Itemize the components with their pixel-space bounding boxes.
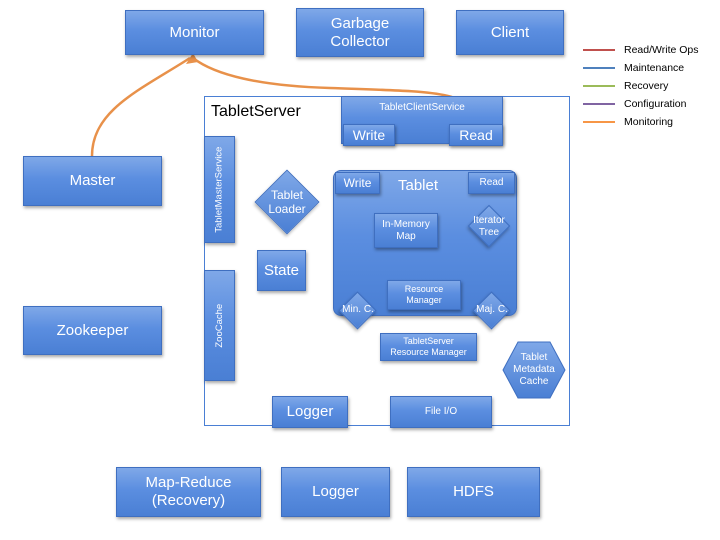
iterator-tree-label: Iterator Tree	[473, 215, 505, 238]
legend-line-recovery	[583, 85, 615, 87]
tablet-title: Tablet	[398, 177, 439, 194]
legend-label-recovery: Recovery	[624, 80, 669, 92]
tabletserver-logger-label: Logger	[286, 403, 334, 420]
tablet-resource-manager-box[interactable]: Resource Manager	[387, 280, 461, 310]
garbage-collector-box[interactable]: Garbage Collector	[296, 8, 424, 57]
client-service-read-button[interactable]: Read	[449, 124, 503, 146]
tablet-master-service[interactable]: TabletMasterService	[204, 136, 235, 243]
legend-label-configuration: Configuration	[624, 98, 687, 110]
master-to-monitor-arrow	[90, 56, 191, 157]
master-box[interactable]: Master	[23, 156, 162, 206]
legend-label-monitoring: Monitoring	[624, 116, 674, 128]
master-label: Master	[69, 172, 116, 189]
legend-line-read-write	[583, 49, 615, 51]
zookeeper-label: Zookeeper	[56, 321, 129, 339]
legend-line-monitoring	[583, 121, 615, 123]
monitor-label: Monitor	[169, 23, 220, 41]
zoocache-box[interactable]: ZooCache	[204, 270, 235, 381]
tablet-loader-label: Tablet Loader	[268, 187, 306, 216]
legend-item-configuration: Configuration	[583, 97, 718, 111]
in-memory-map-label: In-Memory Map	[382, 218, 430, 242]
major-compaction-label: Maj. C.	[476, 304, 508, 315]
tablet-resource-manager-label: Resource Manager	[404, 284, 444, 305]
legend-line-configuration	[583, 103, 615, 105]
tablet-metadata-cache-hexagon[interactable]	[500, 340, 568, 400]
legend-label-maintenance: Maintenance	[624, 62, 685, 74]
legend-item-read-write: Read/Write Ops	[583, 43, 718, 57]
client-box[interactable]: Client	[456, 10, 564, 55]
legend-item-maintenance: Maintenance	[583, 61, 718, 75]
client-service-read-label: Read	[459, 126, 493, 143]
tablet-read-button[interactable]: Read	[468, 172, 515, 194]
legend-line-maintenance	[583, 67, 615, 69]
file-io-box[interactable]: File I/O	[390, 396, 492, 428]
client-label: Client	[490, 23, 530, 41]
hdfs-box[interactable]: HDFS	[407, 467, 540, 517]
tabletserver-logger-box[interactable]: Logger	[272, 396, 348, 428]
mapreduce-recovery-box[interactable]: Map-Reduce (Recovery)	[116, 467, 261, 517]
tablet-client-service-label: TabletClientService	[379, 102, 465, 113]
legend-label-read-write: Read/Write Ops	[624, 44, 699, 56]
legend-item-recovery: Recovery	[583, 79, 718, 93]
zookeeper-box[interactable]: Zookeeper	[23, 306, 162, 355]
tablet-write-label: Write	[343, 175, 372, 190]
tablet-write-button[interactable]: Write	[335, 172, 380, 194]
logger-label: Logger	[312, 483, 359, 500]
minor-compaction-label: Min. C.	[342, 304, 374, 315]
state-box[interactable]: State	[257, 250, 306, 291]
client-service-write-button[interactable]: Write	[343, 124, 395, 146]
hdfs-label: HDFS	[453, 483, 494, 500]
zoocache-label: ZooCache	[213, 303, 225, 348]
tabletserver-title: TabletServer	[211, 103, 301, 120]
tablet-metadata-cache-label: Tablet Metadata Cache	[513, 352, 555, 387]
tabletserver-resource-manager-label: TabletServer Resource Manager	[390, 336, 467, 357]
legend-item-monitoring: Monitoring	[583, 115, 718, 129]
tablet-master-service-label: TabletMasterService	[213, 146, 225, 233]
file-io-label: File I/O	[424, 406, 458, 417]
monitor-box[interactable]: Monitor	[125, 10, 264, 55]
garbage-collector-label: Garbage Collector	[330, 14, 390, 50]
client-service-write-label: Write	[352, 126, 386, 143]
logger-box[interactable]: Logger	[281, 467, 390, 517]
mapreduce-recovery-label: Map-Reduce (Recovery)	[145, 474, 232, 509]
state-label: State	[263, 261, 300, 279]
in-memory-map-box[interactable]: In-Memory Map	[374, 213, 438, 248]
tabletserver-resource-manager-box[interactable]: TabletServer Resource Manager	[380, 333, 477, 361]
tablet-read-label: Read	[479, 177, 504, 188]
